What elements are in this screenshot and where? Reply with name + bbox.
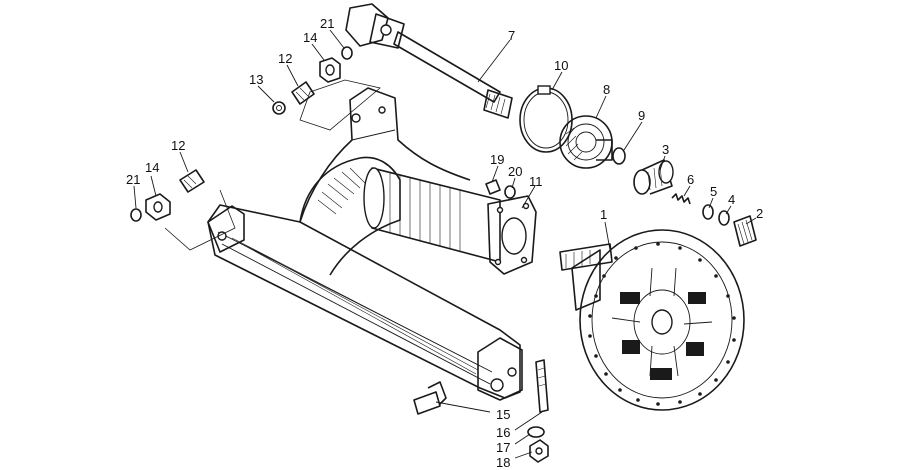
callout-18: 18 (496, 455, 510, 470)
stud-12-upper (291, 81, 315, 105)
driveshaft (345, 3, 513, 119)
stud-12-left (179, 169, 205, 193)
hardware-left (130, 169, 205, 222)
callout-11: 11 (529, 174, 543, 189)
callout-15: 15 (496, 407, 510, 422)
washer-21-left (130, 208, 142, 222)
callout-14-left: 14 (145, 160, 159, 175)
callout-19: 19 (490, 152, 504, 167)
callout-12-upper: 12 (278, 51, 292, 66)
callout-6: 6 (687, 172, 694, 187)
spring (671, 193, 691, 205)
callout-13: 13 (249, 72, 263, 87)
callout-7: 7 (508, 28, 515, 43)
callout-4: 4 (728, 192, 735, 207)
callout-17: 17 (496, 440, 510, 455)
callout-14-upper: 14 (303, 30, 317, 45)
washer-20 (504, 185, 516, 199)
hardware-upper (272, 46, 353, 115)
callout-5: 5 (710, 184, 717, 199)
wheel-hub-disc (559, 229, 745, 411)
washer-21-upper (341, 46, 353, 60)
callout-21-upper: 21 (320, 16, 334, 31)
washer-4 (718, 210, 730, 226)
nut-14-left (145, 193, 171, 221)
callout-12-left: 12 (171, 138, 185, 153)
washer-17 (527, 426, 545, 438)
washer-5 (702, 204, 714, 220)
callout-10: 10 (554, 58, 568, 73)
bolt-16 (535, 359, 549, 413)
swingarm (207, 87, 537, 401)
splined-sleeve (633, 159, 674, 195)
hardware-lower (413, 359, 549, 463)
washer-13 (272, 101, 286, 115)
pivot-pin-15 (413, 391, 441, 415)
callout-labels: 1 2 3 4 5 6 7 8 9 10 11 12 12 13 14 14 1… (126, 16, 763, 470)
callout-21-left: 21 (126, 172, 140, 187)
callout-3: 3 (662, 142, 669, 157)
o-ring (612, 147, 626, 165)
assembly-guides (164, 79, 381, 251)
callout-20: 20 (508, 164, 522, 179)
nut-14-upper (319, 57, 341, 83)
callout-2: 2 (756, 206, 763, 221)
bearing-housing (559, 115, 613, 169)
nut-18 (529, 439, 549, 463)
grease-nipple-19 (485, 179, 501, 195)
circlip-large (519, 85, 573, 153)
callout-16: 16 (496, 425, 510, 440)
callout-9: 9 (638, 108, 645, 123)
callout-8: 8 (603, 82, 610, 97)
leader-lines (133, 29, 757, 459)
callout-1: 1 (600, 207, 607, 222)
